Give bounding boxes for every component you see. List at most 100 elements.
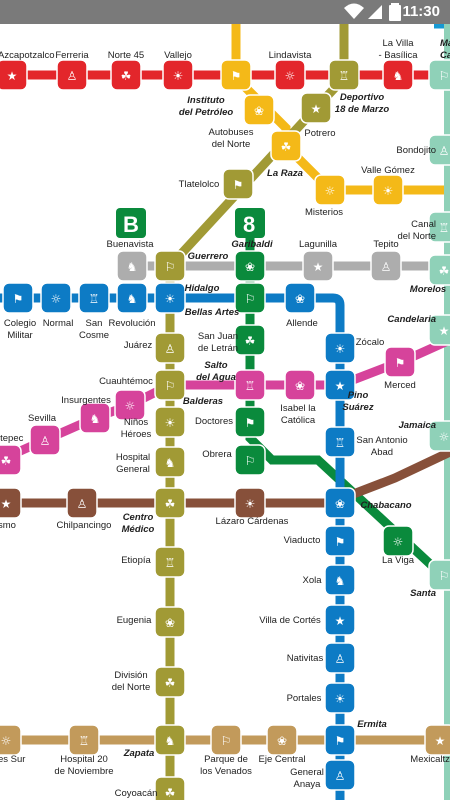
station-san-cosme[interactable]: ♖	[78, 282, 110, 314]
station-normal[interactable]: ☼	[40, 282, 72, 314]
station-salto-agua-icon[interactable]	[234, 369, 266, 401]
station-hospital-general-icon[interactable]	[154, 446, 186, 478]
station-patriotismo[interactable]: ★	[0, 487, 22, 519]
station-sevilla-icon[interactable]	[29, 424, 61, 456]
station-balderas[interactable]: ⚐	[154, 369, 186, 401]
station-zapata-icon[interactable]	[154, 724, 186, 756]
station-balderas-icon[interactable]	[154, 369, 186, 401]
station-portales-icon[interactable]	[324, 682, 356, 714]
station-division-norte[interactable]: ☘	[154, 666, 186, 698]
station-lazaro-cardenas-icon[interactable]	[234, 487, 266, 519]
station-mexicaltzingo-icon[interactable]	[424, 724, 450, 756]
station-hospital-20-icon[interactable]	[68, 724, 100, 756]
station-revolucion[interactable]: ♞	[116, 282, 148, 314]
station-candelaria[interactable]: ★	[428, 314, 450, 346]
station-obrera[interactable]: ⚐	[234, 444, 266, 476]
station-hospital-general[interactable]: ♞	[154, 446, 186, 478]
station-centro-medico[interactable]: ☘	[154, 487, 186, 519]
station-parque-venados[interactable]: ⚐	[210, 724, 242, 756]
station-nativitas-icon[interactable]	[324, 642, 356, 674]
station-etiopia[interactable]: ♖	[154, 546, 186, 578]
station-centro-medico-icon[interactable]	[154, 487, 186, 519]
station-revolucion-icon[interactable]	[116, 282, 148, 314]
station-ferreria-icon[interactable]	[56, 59, 88, 91]
station-ferreria[interactable]: ♙	[56, 59, 88, 91]
station-obrera-icon[interactable]	[234, 444, 266, 476]
station-martin-carrera[interactable]: ⚐	[428, 59, 450, 91]
station-ermita[interactable]: ⚑	[324, 724, 356, 756]
station-xola[interactable]: ♞	[324, 564, 356, 596]
station-morelos[interactable]: ☘	[428, 254, 450, 286]
station-ermita-icon[interactable]	[324, 724, 356, 756]
station-coyoacan[interactable]: ☘	[154, 776, 186, 800]
station-la-raza-icon[interactable]	[270, 130, 302, 162]
station-zapata[interactable]: ♞	[154, 724, 186, 756]
station-morelos-icon[interactable]	[428, 254, 450, 286]
station-lazaro-cardenas[interactable]: ☀	[234, 487, 266, 519]
station-nativitas[interactable]: ♙	[324, 642, 356, 674]
station-norte45[interactable]: ☘	[110, 59, 142, 91]
station-division-norte-icon[interactable]	[154, 666, 186, 698]
station-deportivo-18-icon[interactable]	[328, 59, 360, 91]
station-la-villa-icon[interactable]	[382, 59, 414, 91]
station-tepito-icon[interactable]	[370, 250, 402, 282]
station-potrero[interactable]: ★	[300, 92, 332, 124]
station-zocalo[interactable]: ☀	[324, 332, 356, 364]
station-pino-suarez-icon[interactable]	[324, 369, 356, 401]
station-valle-gomez-icon[interactable]	[372, 174, 404, 206]
station-la-villa[interactable]: ♞	[382, 59, 414, 91]
station-san-antonio-abad[interactable]: ♖	[324, 426, 356, 458]
station-san-antonio-abad-icon[interactable]	[324, 426, 356, 458]
station-eugenia[interactable]: ❀	[154, 606, 186, 638]
station-zocalo-icon[interactable]	[324, 332, 356, 364]
station-misterios[interactable]: ☼	[314, 174, 346, 206]
station-bellas-artes-icon[interactable]	[234, 282, 266, 314]
station-parque-venados-icon[interactable]	[210, 724, 242, 756]
station-viaducto-icon[interactable]	[324, 525, 356, 557]
station-juarez[interactable]: ♙	[154, 332, 186, 364]
station-etiopia-icon[interactable]	[154, 546, 186, 578]
station-portales[interactable]: ☀	[324, 682, 356, 714]
station-autobuses-norte[interactable]: ❀	[243, 94, 275, 126]
station-doctores[interactable]: ⚑	[234, 406, 266, 438]
station-hospital-20[interactable]: ♖	[68, 724, 100, 756]
station-chabacano[interactable]: ❀	[324, 487, 356, 519]
station-bellas-artes[interactable]: ⚐	[234, 282, 266, 314]
station-azcapotzalco-icon[interactable]	[0, 59, 28, 91]
station-san-cosme-icon[interactable]	[78, 282, 110, 314]
station-norte45-icon[interactable]	[110, 59, 142, 91]
station-patriotismo-icon[interactable]	[0, 487, 22, 519]
station-xola-icon[interactable]	[324, 564, 356, 596]
station-la-raza[interactable]: ☘	[270, 130, 302, 162]
station-chilpancingo[interactable]: ♙	[66, 487, 98, 519]
line-badge-b[interactable]	[116, 208, 146, 238]
station-salto-agua[interactable]: ♖	[234, 369, 266, 401]
station-jamaica-icon[interactable]	[428, 420, 450, 452]
station-isabel-catolica[interactable]: ❀	[284, 369, 316, 401]
station-allende-icon[interactable]	[284, 282, 316, 314]
station-general-anaya[interactable]: ♙	[324, 759, 356, 791]
station-hidalgo[interactable]: ☀	[154, 282, 186, 314]
station-canal-norte-icon[interactable]	[428, 211, 450, 243]
station-merced[interactable]: ⚑	[384, 346, 416, 378]
station-guerrero-icon[interactable]	[154, 250, 186, 282]
station-barranca-icon[interactable]	[0, 724, 22, 756]
station-eje-central-icon[interactable]	[266, 724, 298, 756]
station-tepito[interactable]: ♙	[370, 250, 402, 282]
station-chilpancingo-icon[interactable]	[66, 487, 98, 519]
station-lagunilla-icon[interactable]	[302, 250, 334, 282]
station-martin-carrera-icon[interactable]	[428, 59, 450, 91]
station-cuauhtemoc-icon[interactable]	[114, 389, 146, 421]
station-tlatelolco-icon[interactable]	[222, 168, 254, 200]
station-guerrero[interactable]: ⚐	[154, 250, 186, 282]
station-azcapotzalco[interactable]: ★	[0, 59, 28, 91]
station-cuauhtemoc[interactable]: ☼	[114, 389, 146, 421]
station-valle-gomez[interactable]: ☀	[372, 174, 404, 206]
station-allende[interactable]: ❀	[284, 282, 316, 314]
station-ninos-heroes-icon[interactable]	[154, 406, 186, 438]
station-colegio-militar[interactable]: ⚑	[2, 282, 34, 314]
station-villa-cortes-icon[interactable]	[324, 604, 356, 636]
station-merced-icon[interactable]	[384, 346, 416, 378]
station-instituto-petroleo-icon[interactable]	[220, 59, 252, 91]
station-misterios-icon[interactable]	[314, 174, 346, 206]
